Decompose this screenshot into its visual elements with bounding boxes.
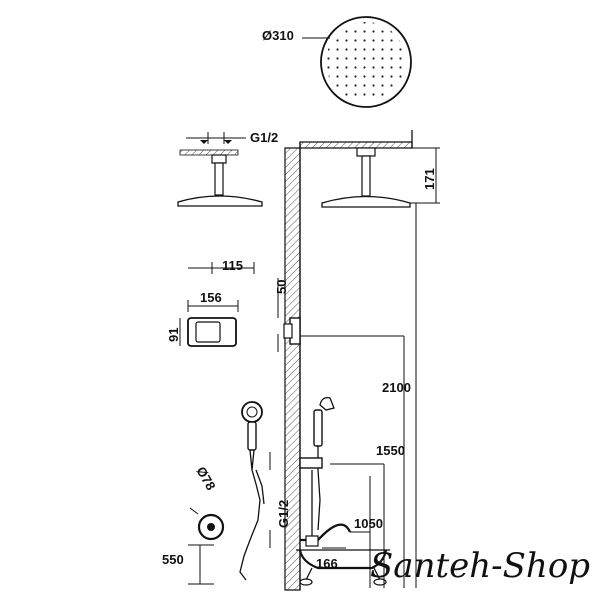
installed-ceiling-head xyxy=(321,147,411,208)
dimension-head-diameter: Ø310 xyxy=(262,28,294,43)
shower-head-top-view xyxy=(320,16,412,108)
installed-hand-shower xyxy=(299,397,335,540)
dimension-spout-height: 1050 xyxy=(354,516,383,531)
ceiling-shower-head-side xyxy=(177,132,263,207)
dimension-knob-diameter: Ø78 xyxy=(193,464,218,493)
dimension-thread-top: G1/2 xyxy=(250,130,278,145)
dimension-spout-reach: 166 xyxy=(316,556,338,571)
height-dimension-lines xyxy=(300,203,417,588)
diverter-knob xyxy=(189,507,225,541)
watermark-logo: Santeh-Shop xyxy=(370,546,591,586)
dimension-head-height: 171 xyxy=(422,168,437,190)
dimension-valve-offset: 50 xyxy=(274,280,289,294)
dimension-thread-bottom: G1/2 xyxy=(276,500,291,528)
hand-shower-left xyxy=(239,401,265,581)
dimension-valve-width: 156 xyxy=(200,290,222,305)
dimension-valve-height: 91 xyxy=(166,328,181,342)
dimension-valve-depth: 115 xyxy=(222,258,243,273)
dimension-holder-height: 1550 xyxy=(376,443,405,458)
bath-spout xyxy=(300,523,352,547)
valve-wall-mounted xyxy=(283,317,301,345)
dimension-shower-height: 2100 xyxy=(382,380,411,395)
dimension-knob-height: 550 xyxy=(162,552,184,567)
thermostatic-valve-front xyxy=(187,317,237,347)
